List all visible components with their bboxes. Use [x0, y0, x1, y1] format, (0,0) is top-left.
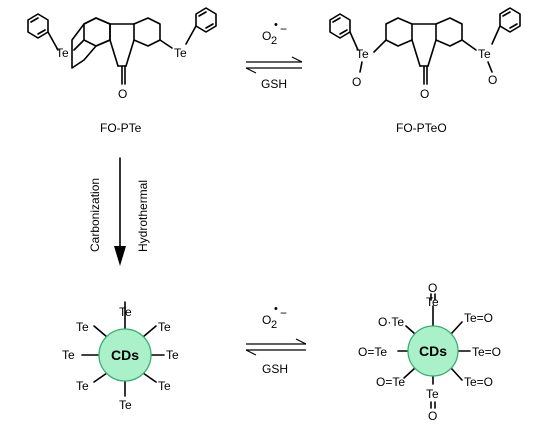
o-label: O [428, 281, 437, 295]
fo-pte-molecule: Te Te O [27, 7, 217, 101]
o-dot-te-label: O·Te [378, 315, 404, 329]
te-label: Te [62, 348, 75, 362]
superoxide-sub: 2 [271, 35, 277, 47]
te-label: Te [119, 398, 132, 412]
te-o-label: O [352, 75, 361, 89]
gsh-label: GSH [262, 362, 288, 376]
te-label: Te [166, 348, 179, 362]
te-label: Te [76, 379, 89, 393]
te-eq-o-label: Te=O [464, 375, 493, 389]
o-eq-te-label: O=Te [358, 345, 387, 359]
superoxide-dot: • [274, 19, 278, 31]
te-label: Te [426, 295, 439, 309]
cds-right: CDs O Te Te O O=Te Te=O O·Te Te=O O=Te T… [358, 281, 501, 423]
fo-pte-name: FO-PTe [100, 121, 142, 135]
superoxide-sub: 2 [271, 319, 277, 331]
cds-label: CDs [419, 343, 447, 359]
cds-left: CDs Te Te Te Te Te Te Te Te [62, 301, 179, 412]
o-label: O [428, 409, 437, 423]
te-label: Te [356, 47, 369, 61]
ketone-o-label: O [420, 87, 429, 101]
carbonization-arrow: Carbonization Hydrothermal [88, 157, 150, 266]
top-equilibrium: O 2 • − GSH [245, 19, 303, 91]
o-eq-te-label: O=Te [376, 375, 405, 389]
te-label: Te [76, 320, 89, 334]
te-label: Te [158, 379, 171, 393]
te-label: Te [158, 320, 171, 334]
te-eq-o-label: Te=O [464, 311, 493, 325]
ketone-o-label: O [118, 87, 127, 101]
te-label: Te [174, 46, 187, 60]
superoxide-charge: − [280, 306, 287, 320]
te-eq-o-label: Te=O [472, 345, 501, 359]
gsh-label: GSH [261, 77, 287, 91]
carbonization-label: Carbonization [88, 178, 102, 252]
superoxide-o: O [262, 313, 271, 327]
bottom-equilibrium: O 2 • − GSH [245, 303, 307, 376]
cds-label: CDs [111, 347, 139, 363]
te-label: Te [426, 387, 439, 401]
te-label: Te [119, 305, 132, 319]
hydrothermal-label: Hydrothermal [136, 180, 150, 252]
te-label: Te [478, 47, 491, 61]
superoxide-charge: − [280, 22, 287, 36]
fo-pteo-name: FO-PTeO [396, 121, 447, 135]
fo-pteo-molecule: Te Te O O O [329, 7, 521, 101]
te-label: Te [56, 46, 69, 60]
te-o-label: O [488, 73, 497, 87]
superoxide-dot: • [274, 303, 278, 315]
superoxide-o: O [262, 29, 271, 43]
